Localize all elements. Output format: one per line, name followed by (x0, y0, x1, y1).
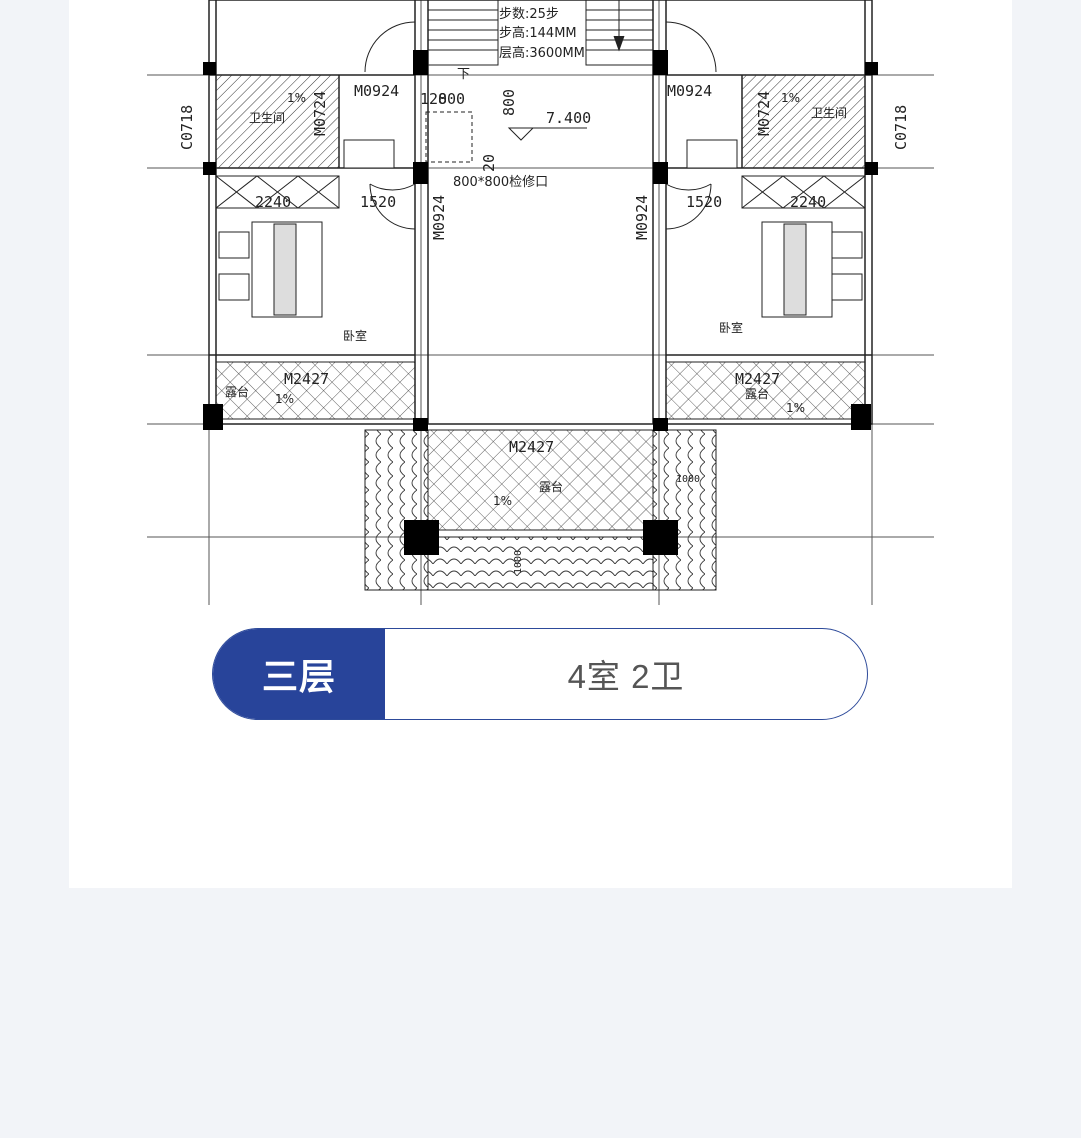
floor-label: 三层 (213, 629, 385, 719)
slope-label: 1% (493, 494, 512, 508)
floor-plan-svg: M0924 M0924 M0924 M0924 M0724 M0724 M242… (147, 0, 934, 605)
stair-floor-height: 层高:3600MM (499, 45, 585, 61)
terrace-left (215, 361, 416, 420)
slope-label: 1% (287, 91, 306, 105)
roof-tile-left (364, 429, 429, 591)
walls (208, 0, 873, 425)
door-label: M2427 (735, 370, 780, 388)
columns (203, 50, 878, 555)
roof-tile-right (652, 429, 717, 591)
bathroom-right-floor (742, 75, 865, 168)
door-label: M0924 (430, 195, 448, 240)
stair-down-label: 下 (457, 67, 470, 82)
dimension-label: 800 (438, 90, 465, 108)
door-label: M0924 (354, 82, 399, 100)
dimension-label: 20 (480, 154, 498, 172)
door-label: M0924 (633, 195, 651, 240)
door-label: M0924 (667, 82, 712, 100)
dimension-label: 800 (500, 89, 518, 116)
room-label: 露台 (225, 384, 249, 399)
room-label: 卧室 (719, 320, 743, 335)
dimension-label: 1520 (360, 193, 396, 211)
dimension-label: 1000 (676, 474, 700, 485)
dimension-label: 1000 (513, 550, 524, 574)
slope-label: 1% (781, 91, 800, 105)
dimension-label: 1520 (686, 193, 722, 211)
room-label: 卧室 (343, 328, 367, 343)
floor-summary-pill: 三层 4室 2卫 (212, 628, 868, 720)
vanity-left (343, 139, 395, 169)
slope-label: 1% (786, 401, 805, 415)
layout-label: 4室 2卫 (567, 658, 685, 695)
stair-steps: 步数:25步 (499, 7, 559, 22)
room-label: 露台 (539, 479, 563, 494)
door-label: M0724 (311, 91, 329, 136)
door-swings (364, 21, 717, 230)
slope-label: 1% (275, 392, 294, 406)
room-label: 露台 (745, 386, 769, 401)
window-label: C0718 (892, 105, 910, 150)
bathroom-left-floor (216, 75, 339, 168)
wardrobe-right (741, 175, 866, 209)
door-label: M0724 (755, 91, 773, 136)
dimension-label: 2240 (790, 193, 826, 211)
hatch-label: 800*800检修口 (453, 175, 548, 190)
elevation-label: 7.400 (546, 109, 591, 127)
door-label: M2427 (284, 370, 329, 388)
room-label: 卫生间 (811, 106, 847, 120)
dimension-label: 120 (420, 90, 447, 108)
wardrobe-left (215, 175, 340, 209)
door-label: M2427 (509, 438, 554, 456)
elevation-marker (507, 127, 535, 141)
floor-plan-drawing: M0924 M0924 M0924 M0924 M0724 M0724 M242… (69, 0, 1012, 610)
stairs-left (427, 0, 499, 66)
floor-plan-card: M0924 M0924 M0924 M0924 M0724 M0724 M242… (69, 0, 1012, 888)
window-label: C0718 (178, 105, 196, 150)
access-hatch (425, 111, 473, 163)
roof-tile-bottom (427, 536, 654, 591)
stair-step-height: 步高:144MM (499, 25, 577, 41)
dimension-label: 2240 (255, 193, 291, 211)
vanity-right (686, 139, 738, 169)
bed-right (761, 221, 863, 318)
stairs-right (585, 0, 654, 66)
terrace-center (427, 429, 654, 531)
terrace-right (665, 361, 866, 420)
bed-left (218, 221, 323, 318)
room-label: 卫生间 (249, 111, 285, 125)
